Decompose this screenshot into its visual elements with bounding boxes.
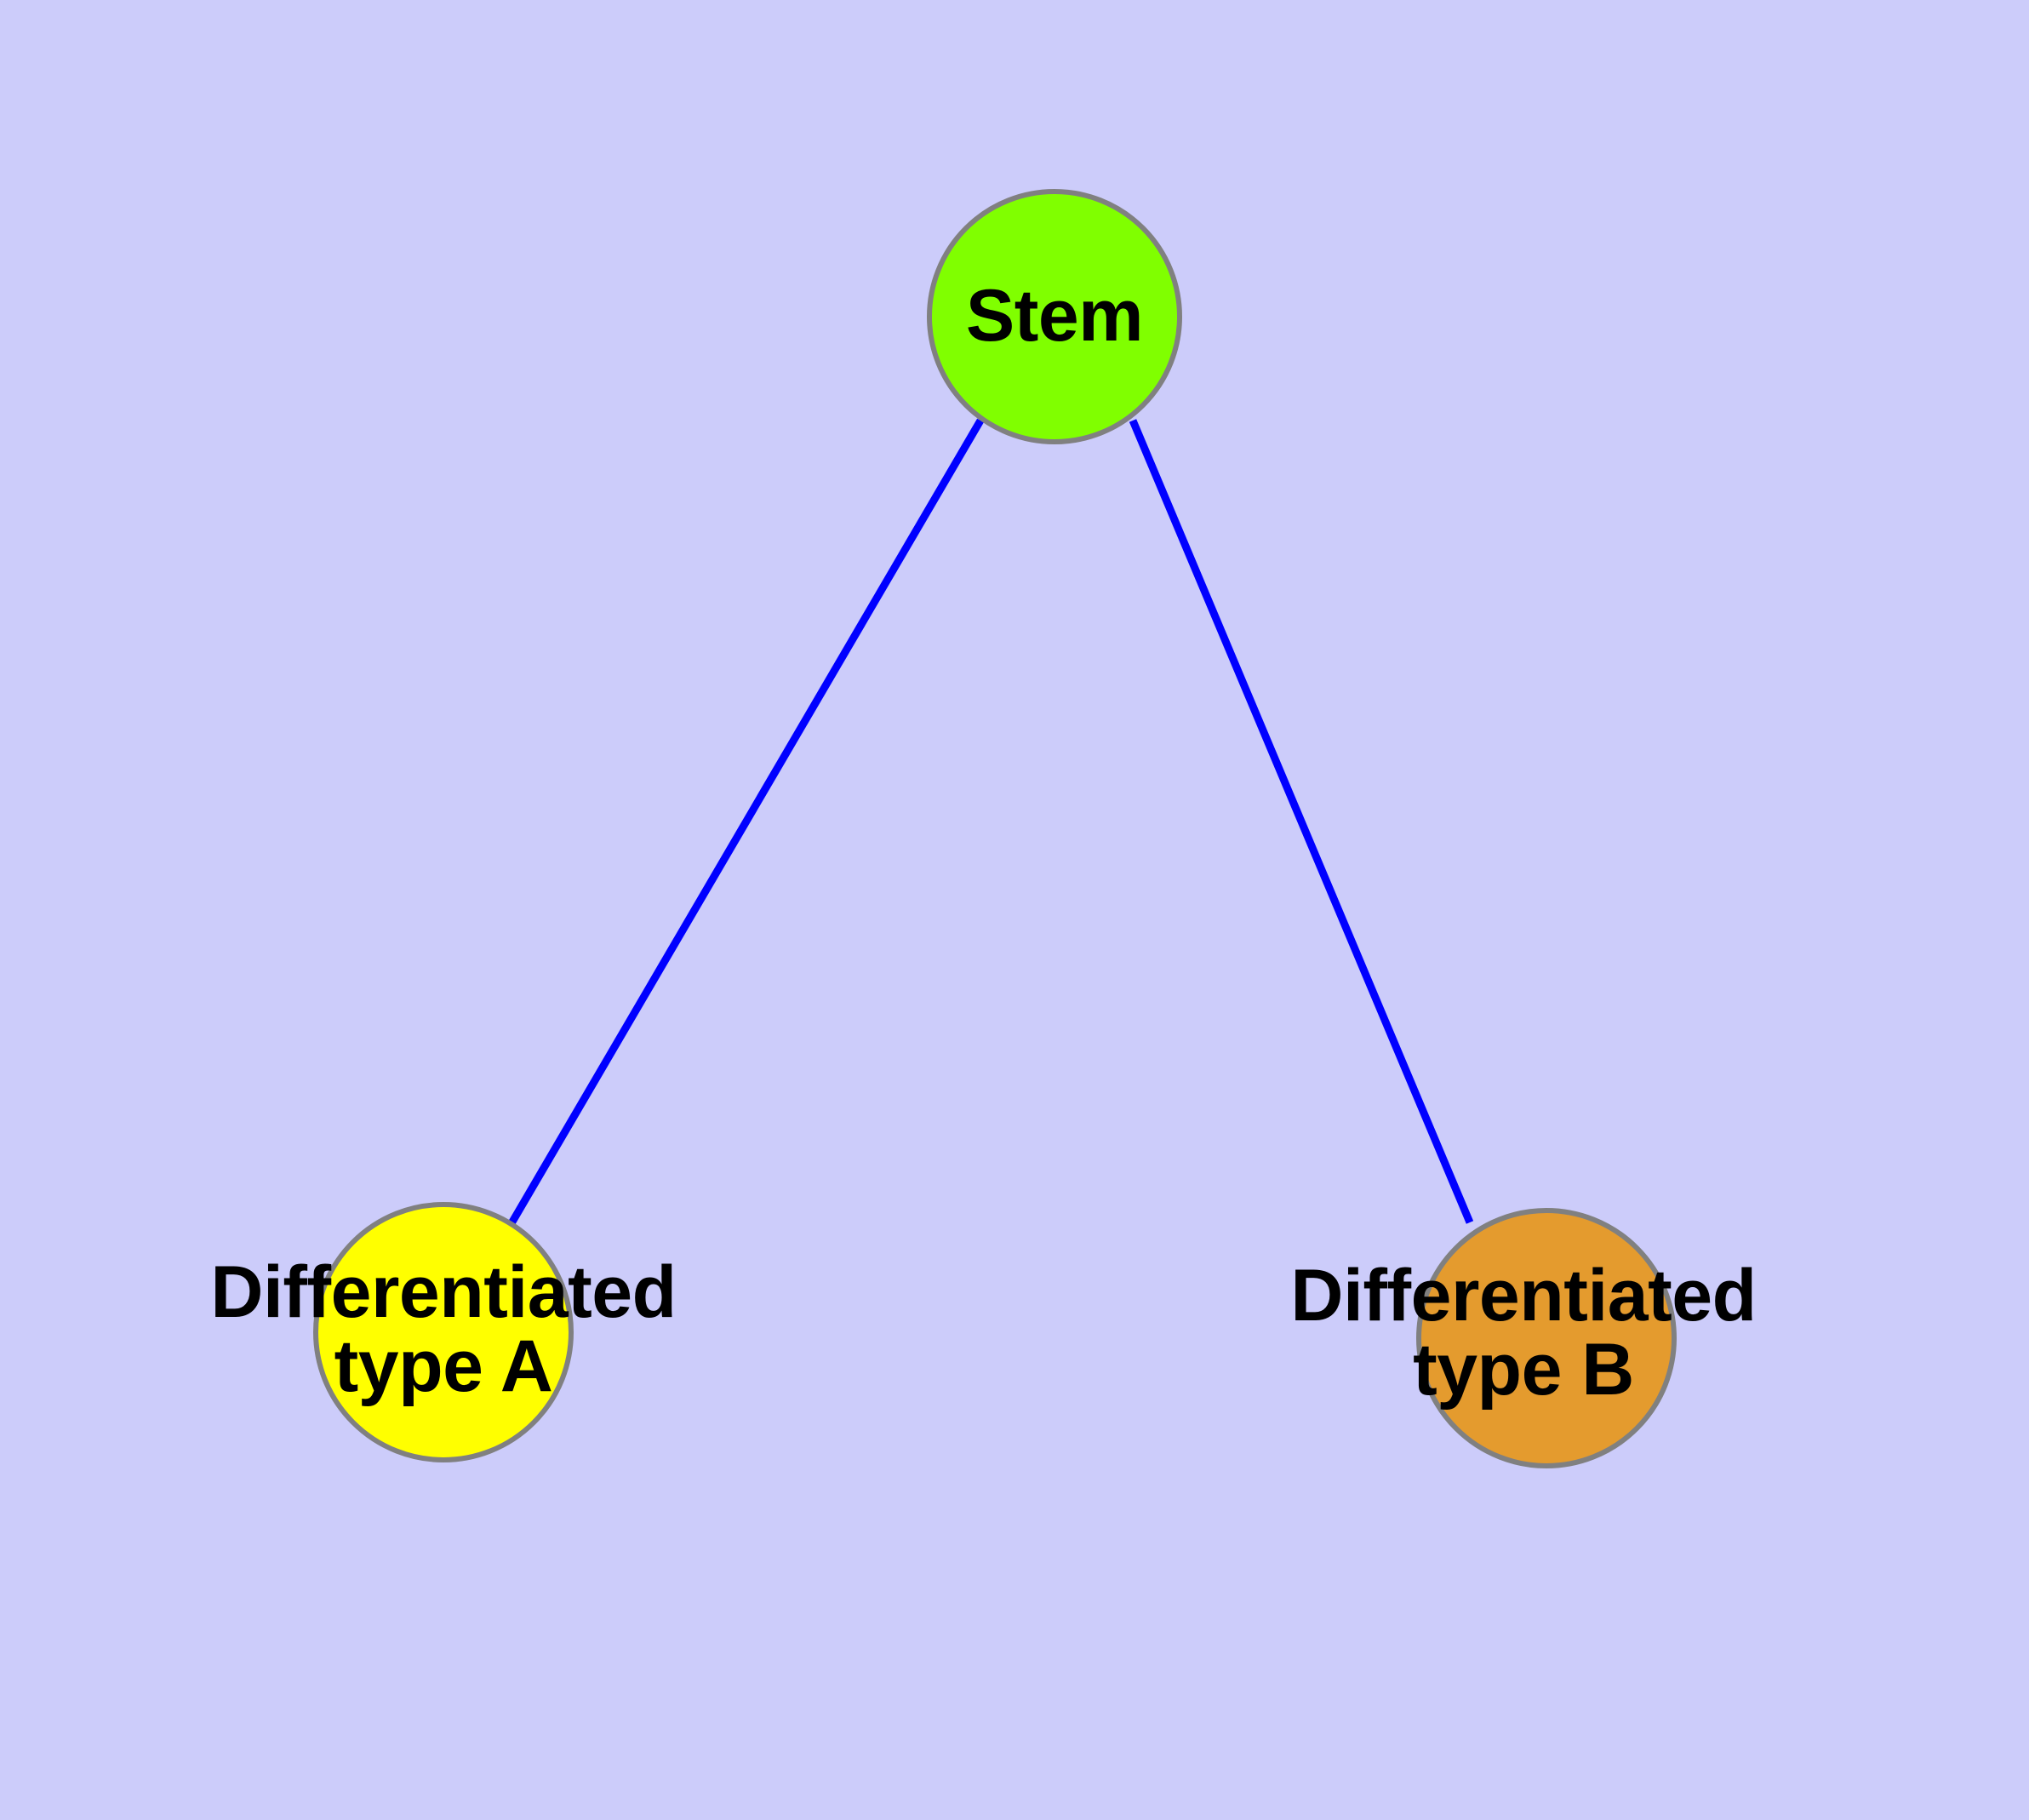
edge-stem-diff-b[interactable]	[1129, 419, 1474, 1224]
node-label-diff_b: Differentiated type B	[1290, 1254, 1757, 1411]
node-label-diff_a: Differentiated type A	[210, 1251, 677, 1408]
node-diff_a[interactable]	[313, 1202, 574, 1462]
node-diff_b[interactable]	[1416, 1208, 1677, 1468]
node-label-stem: Stem	[965, 275, 1144, 357]
edge-stem-diff-a[interactable]	[508, 418, 984, 1226]
node-stem[interactable]	[927, 189, 1182, 444]
edges-group	[508, 418, 1474, 1226]
